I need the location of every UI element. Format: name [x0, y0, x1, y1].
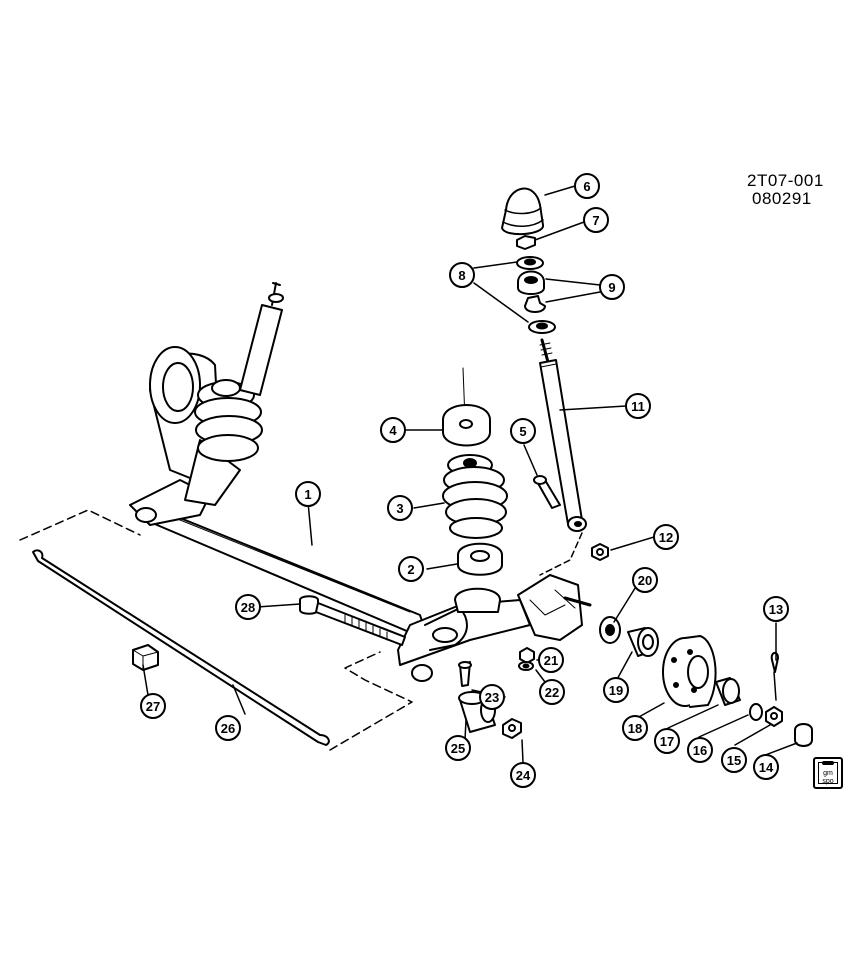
stabilizer-shaft	[32, 549, 330, 746]
callout-1: 1	[304, 487, 311, 502]
hub-18	[662, 635, 717, 708]
drawing-code: 2T07-001	[747, 171, 824, 190]
cotter-pin-13	[770, 652, 779, 701]
spring-insulator-lower	[457, 542, 503, 576]
nut-21	[519, 647, 535, 664]
drawing-date: 080291	[752, 189, 812, 208]
callout-7: 7	[592, 213, 599, 228]
rear-axle-assembly	[129, 282, 592, 682]
bolt-28	[299, 595, 406, 646]
shock-absorber	[539, 338, 587, 532]
gm-spo-logo: gm spo	[813, 757, 843, 789]
callout-20: 20	[638, 573, 652, 588]
coil-spring	[442, 454, 508, 539]
callout-13: 13	[769, 602, 783, 617]
callout-9: 9	[608, 280, 615, 295]
logo-text: gm spo	[818, 762, 838, 785]
dash-left	[19, 509, 141, 541]
callout-25: 25	[451, 741, 465, 756]
bushing-9-upper	[517, 270, 545, 295]
callout-8: 8	[458, 268, 465, 283]
bushing-20	[599, 616, 621, 644]
callout-19: 19	[609, 683, 623, 698]
callout-28: 28	[241, 600, 255, 615]
washer-16	[749, 703, 763, 721]
callout-14: 14	[759, 760, 774, 775]
callout-11: 11	[631, 399, 645, 414]
callout-6: 6	[583, 179, 590, 194]
callout-3: 3	[396, 501, 403, 516]
washer-8-lower	[528, 320, 556, 334]
nut-12	[591, 543, 609, 561]
insulator-27	[132, 644, 159, 671]
bushing-9-lower	[524, 295, 546, 313]
seal-19	[627, 627, 659, 657]
callout-17: 17	[660, 734, 674, 749]
callout-circles	[140, 173, 789, 788]
callout-5: 5	[519, 424, 526, 439]
bolt-23	[458, 661, 472, 687]
callout-22: 22	[545, 685, 559, 700]
callout-27: 27	[146, 699, 160, 714]
bearing-17	[715, 677, 741, 706]
washer-22	[518, 661, 534, 671]
dash-right	[329, 651, 413, 751]
callout-4: 4	[389, 423, 397, 438]
callout-21: 21	[544, 653, 558, 668]
callout-24: 24	[516, 768, 531, 783]
washer-8-upper	[516, 256, 544, 270]
nut-24	[502, 718, 522, 739]
cap-14	[794, 723, 813, 747]
dust-cover	[501, 187, 544, 236]
callout-23: 23	[485, 690, 499, 705]
nut-15	[765, 706, 783, 727]
callout-26: 26	[221, 721, 235, 736]
logo-cap-icon	[822, 761, 834, 765]
callout-2: 2	[407, 562, 414, 577]
callout-15: 15	[727, 753, 741, 768]
spring-insulator-upper	[442, 367, 491, 447]
left-shock-absorber	[239, 282, 284, 396]
dash-12	[539, 532, 583, 576]
callout-16: 16	[693, 743, 707, 758]
bolt-5	[533, 475, 561, 509]
callout-18: 18	[628, 721, 642, 736]
nut-7	[516, 235, 536, 250]
callout-12: 12	[659, 530, 673, 545]
